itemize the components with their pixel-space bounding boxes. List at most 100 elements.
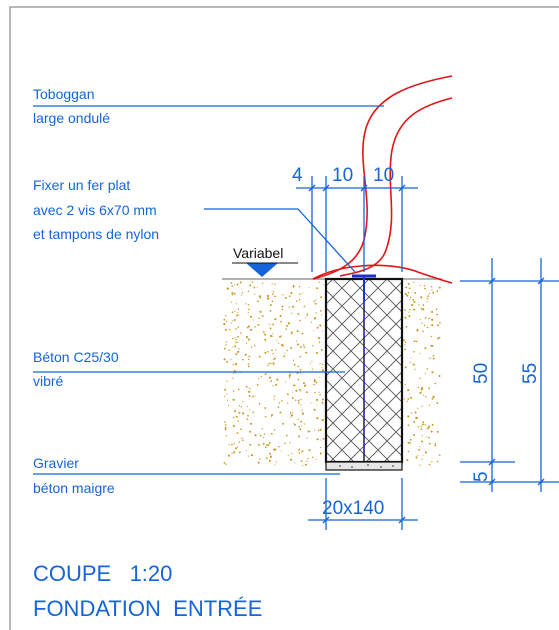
soil-dot (318, 281, 320, 283)
soil-dot (419, 352, 421, 355)
soil-dot (264, 407, 267, 409)
soil-dot (249, 409, 251, 411)
soil-dot (279, 411, 282, 414)
soil-dot (249, 430, 252, 433)
soil-dot (225, 344, 227, 346)
soil-dot (298, 388, 301, 391)
soil-dot (295, 389, 298, 392)
soil-dot (437, 324, 439, 327)
soil-dot (407, 415, 410, 418)
soil-dot (417, 407, 419, 409)
soil-dot (431, 318, 434, 321)
soil-dot (247, 325, 250, 328)
soil-dot (299, 346, 302, 348)
soil-dot (313, 330, 315, 332)
soil-dot (421, 458, 423, 460)
soil-dot (422, 330, 424, 333)
soil-dot (264, 338, 267, 341)
soil-dot (289, 373, 292, 376)
soil-dot (246, 418, 248, 420)
soil-dot (258, 402, 261, 405)
soil-dot (293, 363, 296, 366)
soil-dot (271, 300, 274, 303)
soil-dot (300, 391, 302, 393)
soil-dot (293, 384, 296, 387)
soil-dot (248, 308, 250, 311)
soil-dot (430, 335, 433, 338)
soil-dot (300, 420, 302, 423)
soil-dot (421, 440, 424, 443)
soil-dot (304, 423, 306, 425)
soil-dot (269, 441, 271, 443)
dimension-10-left: 10 (332, 165, 353, 186)
soil-dot (320, 310, 322, 312)
soil-dot (322, 398, 324, 401)
soil-dot (319, 428, 322, 431)
soil-dot (293, 423, 295, 425)
soil-dot (237, 336, 239, 338)
soil-dot (413, 281, 415, 283)
soil-dot (318, 391, 320, 393)
soil-dot (409, 299, 411, 301)
soil-dot (410, 357, 412, 359)
soil-dot (299, 368, 302, 371)
soil-dot (424, 347, 427, 350)
soil-dot (311, 368, 314, 370)
soil-dot (432, 354, 435, 357)
soil-dot (314, 392, 316, 394)
soil-dot (307, 457, 309, 460)
soil-dot (438, 375, 441, 377)
soil-dot (286, 349, 288, 352)
soil-dot (261, 428, 263, 430)
soil-dot (249, 396, 251, 398)
soil-dot (272, 385, 274, 387)
soil-dot (303, 384, 307, 387)
soil-dot (288, 377, 291, 379)
soil-dot (406, 294, 409, 297)
soil-dot (278, 401, 281, 404)
soil-dot (321, 366, 323, 369)
soil-dot (315, 299, 317, 301)
soil-dot (424, 424, 426, 426)
soil-dot (232, 364, 234, 366)
soil-dot (228, 349, 230, 352)
soil-dot (254, 345, 256, 347)
soil-dot (237, 350, 240, 353)
soil-dot (314, 302, 317, 305)
soil-right (402, 279, 442, 469)
soil-dot (431, 397, 434, 400)
soil-dot (236, 341, 238, 344)
soil-dot (232, 346, 234, 348)
soil-dot (269, 304, 272, 307)
soil-dot (406, 458, 409, 462)
soil-dot (407, 424, 410, 427)
soil-dot (283, 355, 286, 358)
soil-dot (272, 323, 275, 326)
soil-dot (411, 304, 414, 307)
soil-dot (239, 281, 242, 284)
soil-dot (427, 295, 429, 297)
soil-dot (300, 404, 302, 406)
soil-dot (272, 358, 275, 361)
soil-dot (422, 308, 425, 311)
soil-dot (237, 388, 240, 391)
soil-dot (298, 299, 301, 301)
soil-dot (265, 444, 268, 446)
soil-dot (421, 435, 423, 437)
soil-dot (404, 293, 407, 296)
soil-dot (426, 368, 428, 370)
soil-dot (224, 388, 227, 391)
soil-dot (267, 444, 270, 447)
soil-dot (284, 297, 287, 299)
soil-dot (242, 412, 245, 415)
drawing-title-line1: COUPE 1:20 (33, 561, 172, 586)
soil-dot (235, 303, 238, 305)
soil-dot (407, 450, 410, 453)
soil-dot (410, 412, 413, 414)
soil-dot (313, 380, 316, 383)
soil-dot (225, 320, 228, 322)
soil-dot (238, 348, 240, 350)
soil-dot (250, 454, 253, 457)
soil-dot (297, 378, 300, 381)
soil-dot (425, 395, 427, 398)
